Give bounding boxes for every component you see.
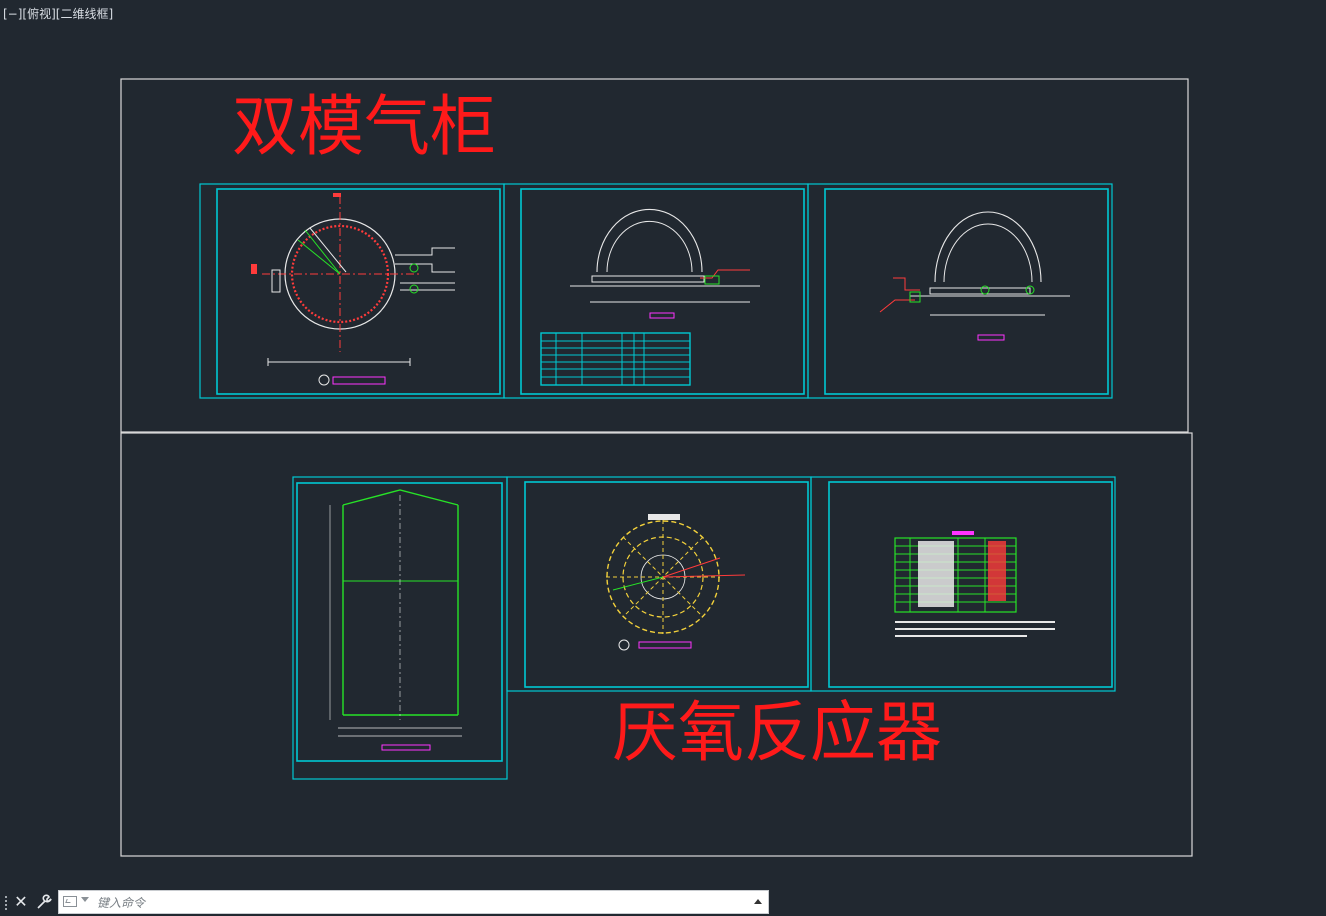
command-line-bar: ✕: [0, 888, 770, 916]
sheet-reactor-plan[interactable]: [506, 476, 812, 692]
sheet-reactor-schedule[interactable]: [810, 476, 1116, 692]
sheet-gas-holder-elevation[interactable]: [807, 183, 1113, 399]
recent-commands-chevron-icon[interactable]: [81, 897, 89, 902]
reactor-group-title: 厌氧反应器: [612, 694, 942, 771]
sheet-reactor-section[interactable]: [292, 476, 508, 780]
view-control[interactable]: [俯视]: [22, 7, 56, 21]
gas-holder-group-title: 双模气柜: [232, 88, 496, 165]
sheet-gas-holder-plan[interactable]: [199, 183, 505, 399]
command-prompt-icon[interactable]: [63, 896, 77, 907]
viewport-controls: [−][俯视][二维线框]: [3, 5, 113, 22]
bottom-group-frame: [120, 432, 1193, 857]
top-group-frame: [120, 78, 1189, 433]
chevron-up-icon[interactable]: [754, 899, 762, 904]
sheet-gas-holder-section[interactable]: [503, 183, 809, 399]
visual-style-control[interactable]: [二维线框]: [55, 7, 114, 21]
viewport-minimize-control[interactable]: [−]: [3, 7, 23, 21]
command-input-box[interactable]: [58, 890, 769, 914]
command-line-grip-handle[interactable]: [4, 895, 8, 911]
command-input[interactable]: [95, 892, 739, 914]
wrench-icon[interactable]: [34, 891, 54, 913]
close-icon[interactable]: ✕: [14, 892, 28, 911]
